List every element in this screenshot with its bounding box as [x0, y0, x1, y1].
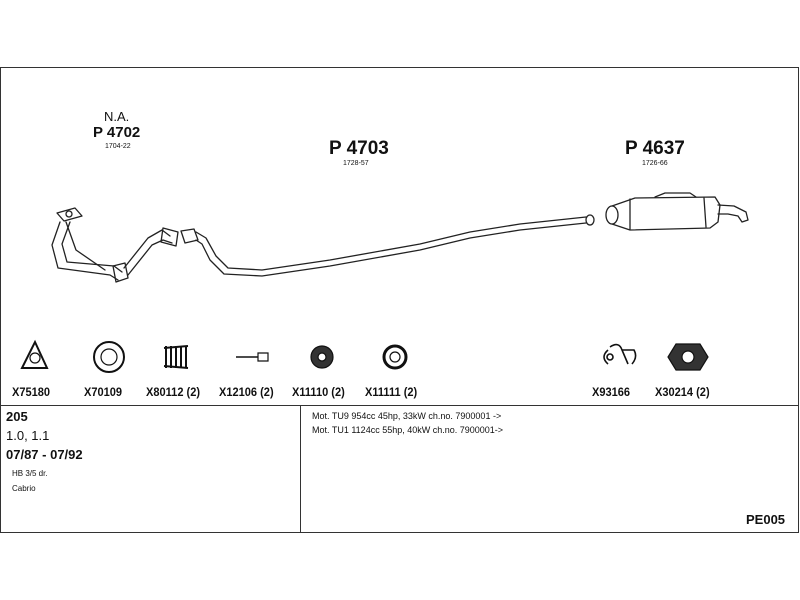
engine-line: Mot. TU9 954cc 45hp, 33kW ch.no. 7900001…: [312, 411, 502, 421]
rubber-ring-icon: [382, 344, 408, 370]
accessory-code: X12106 (2): [219, 385, 274, 399]
accessory-code: X11111 (2): [365, 385, 418, 399]
engine-line: Mot. TU1 1124cc 55hp, 40kW ch.no. 790000…: [312, 425, 504, 435]
accessory-code: X70109: [84, 385, 123, 399]
vehicle-body-type: HB 3/5 dr.: [12, 469, 48, 478]
part-label-p4637: P 4637: [625, 138, 685, 159]
vehicle-model: 205: [6, 409, 28, 424]
rear-silencer-p4637: [605, 192, 749, 231]
vehicle-years: 07/87 - 07/92: [6, 447, 83, 462]
part-prefix-na: N.A.: [104, 109, 130, 124]
accessory-code: X30214 (2): [655, 385, 710, 399]
part-label-p4702: P 4702: [93, 124, 141, 141]
accessory-code: X93166: [592, 385, 631, 399]
gasket-ring-icon: [93, 341, 125, 373]
bolt-icon: [236, 352, 269, 362]
accessory-code: X11110 (2): [292, 385, 345, 399]
diagram-code: PE005: [746, 512, 786, 527]
front-pipe-p4702: [51, 207, 199, 283]
flange-gasket-icon: [667, 343, 709, 371]
diagram-frame: [0, 67, 799, 533]
part-ref-p4703: 1728-57: [343, 160, 369, 167]
rubber-mount-icon: [310, 345, 334, 369]
centre-pipe-p4703: [195, 214, 595, 277]
gasket-triangle-icon: [20, 339, 49, 369]
part-ref-p4637: 1726-66: [642, 160, 668, 167]
part-label-p4703: P 4703: [329, 138, 389, 159]
part-ref-p4702: 1704-22: [105, 143, 131, 150]
clamp-icon: [603, 343, 637, 365]
spring-icon: [163, 345, 189, 369]
accessory-code: X80112 (2): [146, 385, 201, 399]
vehicle-engine-sizes: 1.0, 1.1: [6, 428, 50, 443]
section-divider: [0, 405, 799, 406]
vehicle-body-type: Cabrio: [12, 484, 36, 493]
accessory-code: X75180: [12, 385, 51, 399]
column-divider: [300, 405, 301, 533]
